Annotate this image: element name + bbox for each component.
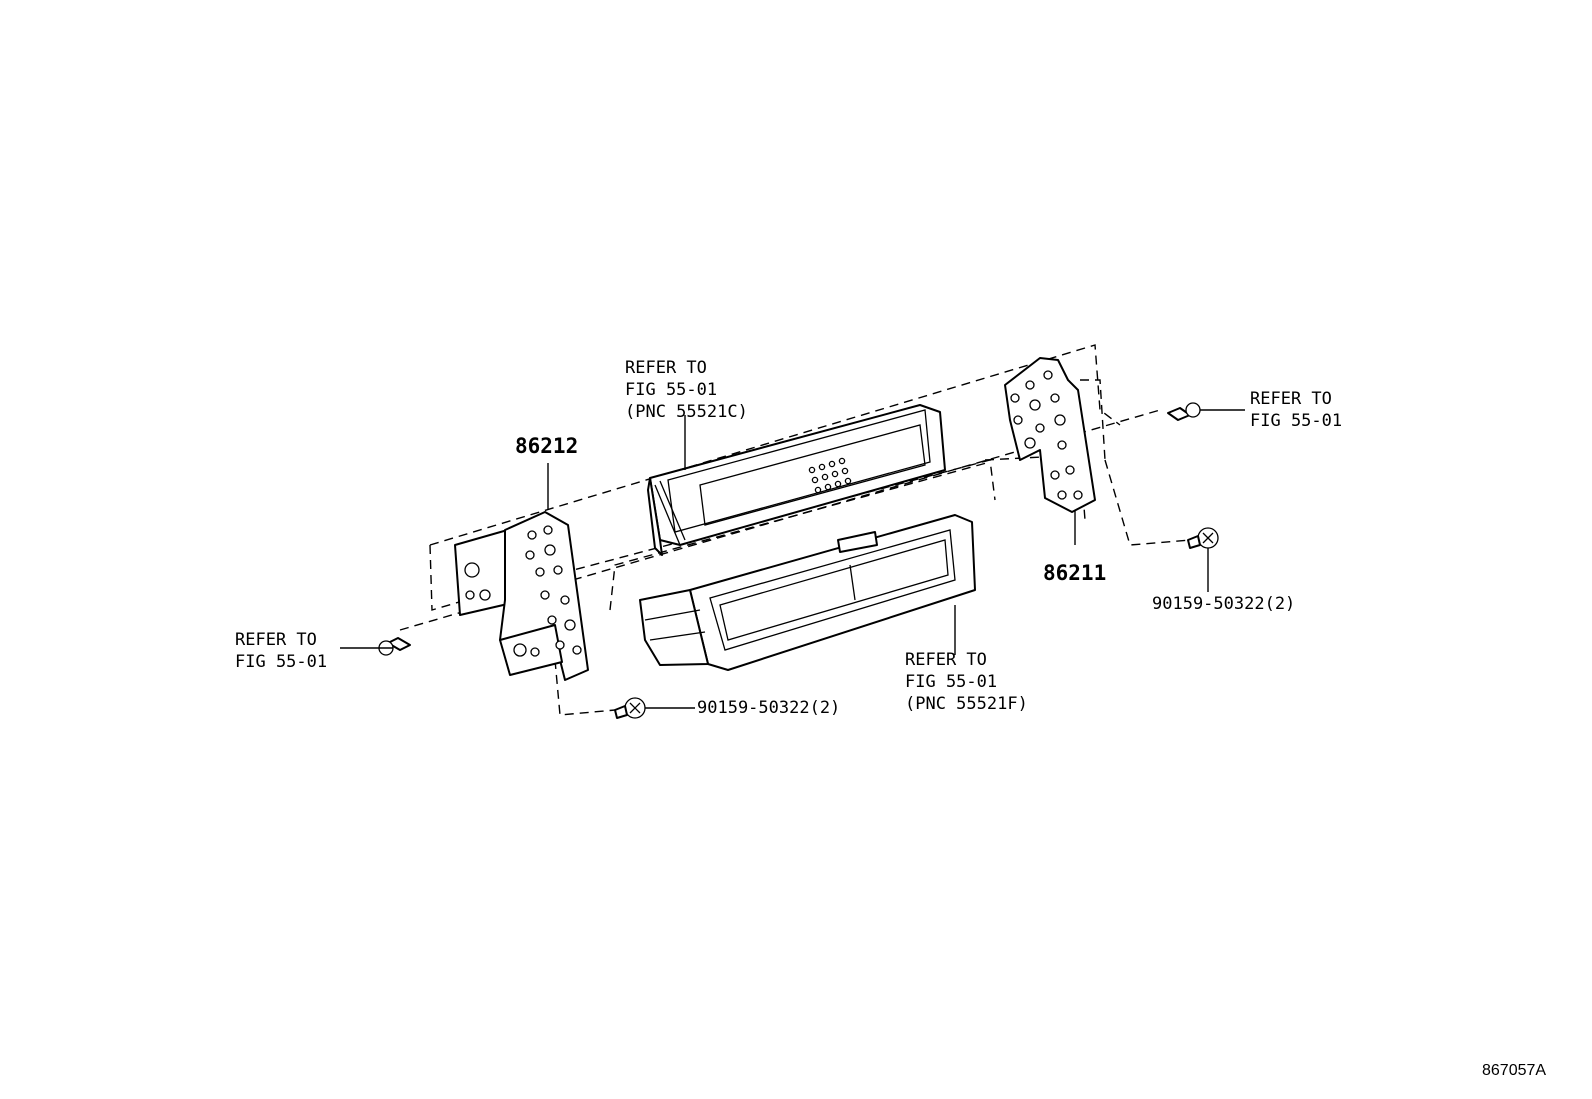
- refer-top-center-line3: (PNC 55521C): [625, 402, 748, 422]
- head-unit-connector: [808, 457, 852, 494]
- trim-panel: [639, 514, 976, 671]
- part-number-screw-right: 90159-50322(2): [1152, 594, 1295, 614]
- figure-number: 867057A: [1482, 1062, 1546, 1079]
- part-number-screw-bottom: 90159-50322(2): [697, 698, 840, 718]
- left-bracket: [454, 511, 589, 681]
- refer-top-center-line2: FIG 55-01: [625, 380, 717, 400]
- refer-top-right-line2: FIG 55-01: [1250, 411, 1342, 431]
- refer-left-line1: REFER TO: [235, 630, 317, 650]
- bolt-right-icon: [1167, 402, 1201, 421]
- bolt-left-icon: [378, 637, 411, 656]
- refer-left-line2: FIG 55-01: [235, 652, 327, 672]
- right-bracket: [1004, 357, 1096, 513]
- refer-bottom-center-line1: REFER TO: [905, 650, 987, 670]
- refer-bottom-center-line2: FIG 55-01: [905, 672, 997, 692]
- refer-bottom-center-line3: (PNC 55521F): [905, 694, 1028, 714]
- refer-top-center-line1: REFER TO: [625, 358, 707, 378]
- leader-lines: [340, 409, 1245, 709]
- part-number-right-bracket: 86211: [1043, 561, 1106, 585]
- screw-right-icon: [1187, 527, 1219, 549]
- part-number-left-bracket: 86212: [515, 434, 578, 458]
- head-unit: [647, 404, 946, 556]
- refer-top-right-line1: REFER TO: [1250, 389, 1332, 409]
- screw-bottom-icon: [614, 697, 646, 719]
